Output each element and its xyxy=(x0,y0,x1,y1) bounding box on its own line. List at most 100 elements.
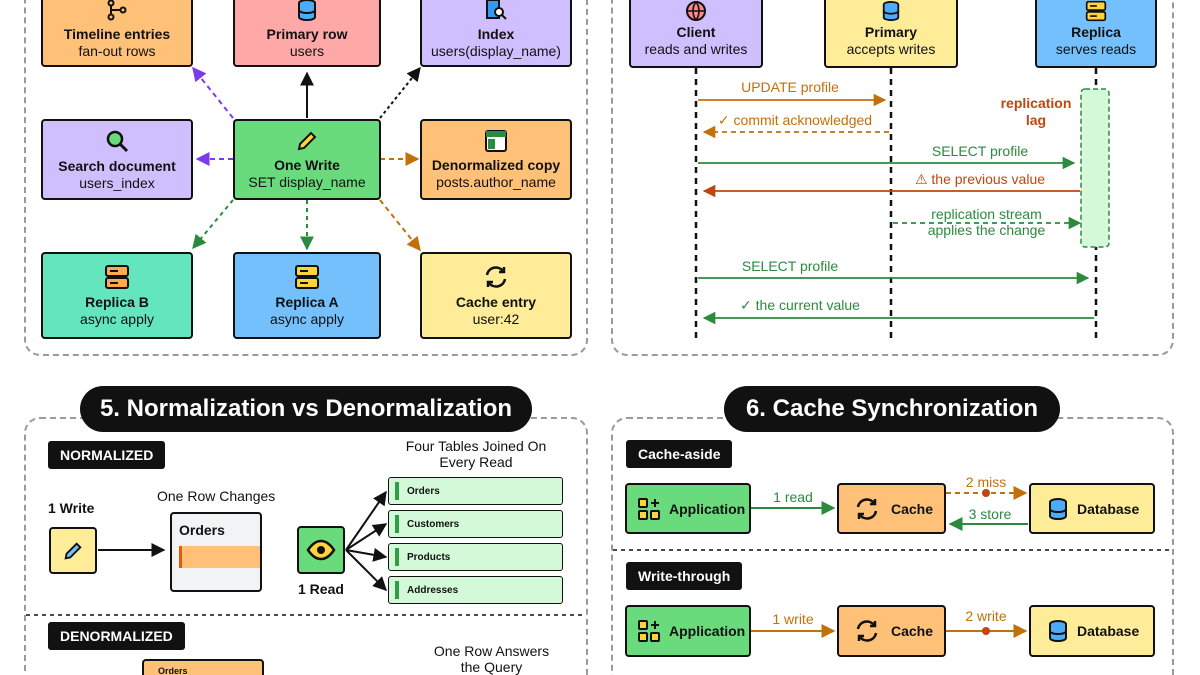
app-grid-icon xyxy=(638,497,660,520)
index-title: Index xyxy=(477,25,515,42)
index-node: Index users(display_name) xyxy=(420,0,572,67)
write-through-application-label: Application xyxy=(669,623,746,639)
server-icon xyxy=(295,264,319,289)
cache-entry-sub: user:42 xyxy=(472,310,520,327)
magnifier-icon xyxy=(106,130,129,152)
replica-b-title: Replica B xyxy=(85,293,149,310)
cache-aside-miss-label: 2 miss xyxy=(965,474,1007,490)
write-through-tag: Write-through xyxy=(626,562,743,590)
cache-aside-read-label: 1 read xyxy=(773,489,813,505)
msg-commit-label: ✓ commit acknowledged xyxy=(717,112,873,128)
database-icon xyxy=(298,0,316,21)
write-through-database-label: Database xyxy=(1077,623,1140,639)
arrow-to-replica-b xyxy=(192,199,234,250)
replica-b-sub: async apply xyxy=(80,310,154,327)
arrow-to-cache-entry xyxy=(379,199,421,252)
cache-aside-store-label: 3 store xyxy=(968,506,1012,522)
join-arrow-addresses xyxy=(345,549,387,591)
one-row-answers-label-2: the Query xyxy=(460,659,523,675)
primary-row-sub: users xyxy=(289,42,325,59)
denormalized-copy-sub: posts.author_name xyxy=(436,173,556,190)
msg-current-label: ✓ the current value xyxy=(740,297,860,313)
client-title: Client xyxy=(676,24,716,40)
msg-update-label: UPDATE profile xyxy=(741,79,839,95)
joined-table-orders-label: Orders xyxy=(407,485,440,497)
replication-lag-label-1: replication xyxy=(1000,95,1072,111)
replication-panel xyxy=(611,0,1174,356)
msg-previous-label: ⚠ the previous value xyxy=(914,171,1046,187)
replica-a-node: Replica A async apply xyxy=(233,252,381,339)
cache-aside-cache-label: Cache xyxy=(891,500,934,517)
one-row-answers-label-1: One Row Answers xyxy=(433,643,550,659)
cache-aside-miss-dot xyxy=(982,489,990,497)
replication-lag-bar xyxy=(1080,88,1110,248)
one-write-label: 1 Write xyxy=(48,500,95,516)
sync-icon xyxy=(856,620,878,642)
cache-aside-database: Database xyxy=(1029,483,1155,534)
search-document-sub: users_index xyxy=(79,174,155,191)
joined-table-products-label: Products xyxy=(407,551,451,563)
timeline-title: Timeline entries xyxy=(63,25,171,42)
joined-table-customers: Customers xyxy=(388,510,563,538)
search-document-node: Search document users_index xyxy=(41,119,193,200)
section5-title: 5. Normalization vs Denormalization xyxy=(80,386,532,432)
primary-row-title: Primary row xyxy=(266,25,348,42)
layout-icon xyxy=(485,129,507,152)
orders-table-title: Orders xyxy=(179,522,225,538)
primary-row-node: Primary row users xyxy=(233,0,381,67)
database-icon xyxy=(882,0,900,22)
branch-icon xyxy=(107,0,127,20)
four-tables-label-2: Every Read xyxy=(439,454,513,470)
denormalized-tag: DENORMALIZED xyxy=(48,622,185,650)
write-through-dot xyxy=(982,627,990,635)
eye-icon xyxy=(306,539,336,561)
cache-entry-title: Cache entry xyxy=(455,293,537,310)
primary-header: Primary accepts writes xyxy=(824,0,958,68)
write-through-write2-label: 2 write xyxy=(965,608,1007,624)
replica-a-sub: async apply xyxy=(270,310,344,327)
arrow-to-index xyxy=(379,66,421,119)
denormalized-copy-title: Denormalized copy xyxy=(431,156,561,173)
one-read-label: 1 Read xyxy=(298,581,344,597)
replica-sub: serves reads xyxy=(1055,41,1137,57)
read-eye-box xyxy=(297,526,345,574)
sync-icon xyxy=(485,265,507,288)
orders-table-box: Orders xyxy=(170,512,262,592)
write-through-write1-label: 1 write xyxy=(772,611,814,627)
server-icon xyxy=(105,264,129,289)
one-write-sub: SET display_name xyxy=(248,173,366,190)
join-arrow-products xyxy=(345,547,388,562)
sync-icon xyxy=(856,497,878,520)
denormalized-copy-node: Denormalized copy posts.author_name xyxy=(420,119,572,200)
client-header: Client reads and writes xyxy=(629,0,763,68)
joined-table-customers-label: Customers xyxy=(407,518,460,530)
msg-stream-label-2: applies the change xyxy=(927,222,1046,238)
write-pencil-box xyxy=(49,527,97,574)
search-document-title: Search document xyxy=(58,157,176,174)
msg-select2-label: SELECT profile xyxy=(741,258,839,274)
cache-aside-database-label: Database xyxy=(1077,500,1140,517)
database-icon xyxy=(1049,620,1067,643)
write-through-application: Application xyxy=(625,605,751,657)
client-sub: reads and writes xyxy=(644,41,748,57)
msg-stream-label-1: replication stream xyxy=(931,206,1042,222)
joined-table-orders: Orders xyxy=(388,477,563,505)
section6-title: 6. Cache Synchronization xyxy=(724,386,1060,432)
database-icon xyxy=(1049,497,1067,520)
one-write-node: One Write SET display_name xyxy=(233,119,381,200)
fanout-panel xyxy=(24,0,588,356)
primary-sub: accepts writes xyxy=(846,41,936,57)
changed-row-highlight xyxy=(179,546,260,568)
join-arrow-customers xyxy=(345,523,388,551)
replica-b-node: Replica B async apply xyxy=(41,252,193,339)
pencil-icon xyxy=(64,541,82,560)
write-through-database: Database xyxy=(1029,605,1155,657)
one-row-changes-label: One Row Changes xyxy=(157,488,276,504)
replica-title: Replica xyxy=(1071,24,1121,40)
one-write-title: One Write xyxy=(274,156,340,173)
joined-table-addresses-label: Addresses xyxy=(407,584,459,596)
normalized-tag: NORMALIZED xyxy=(48,441,166,469)
index-search-icon xyxy=(486,0,507,20)
